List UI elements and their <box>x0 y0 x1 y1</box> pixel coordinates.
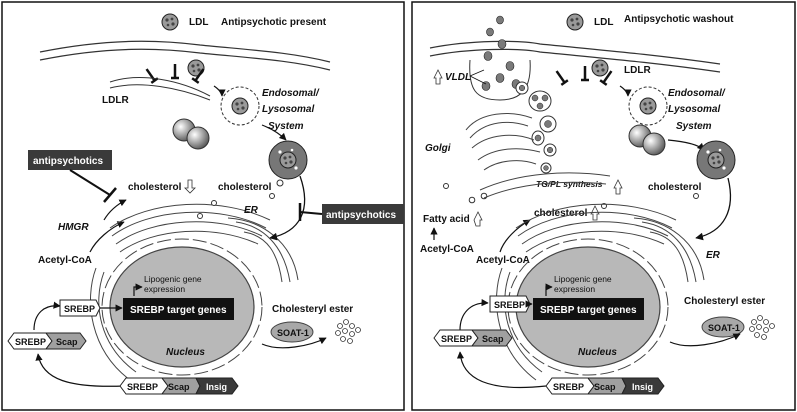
acetyl-coa-label: Acetyl-CoA <box>38 255 92 266</box>
left-panel: LDL Antipsychotic present LDLR Endosomal… <box>1 1 405 411</box>
er-label: ER <box>244 205 259 216</box>
plasma-membrane <box>429 40 721 65</box>
cholesterol-label: cholesterol <box>128 182 182 193</box>
svg-text:antipsychotics: antipsychotics <box>326 210 396 221</box>
vldl-label: VLDL <box>445 72 471 83</box>
down-arrow-icon <box>184 179 196 194</box>
ldl-particle <box>591 59 609 77</box>
svg-text:Scap: Scap <box>594 382 616 392</box>
svg-text:SREBP: SREBP <box>553 382 584 392</box>
fatty-acid-label: Fatty acid <box>423 214 470 225</box>
srebp-target-box <box>533 298 644 320</box>
soat1-enzyme <box>270 321 314 343</box>
srebp-target-box <box>123 298 234 320</box>
svg-text:System: System <box>676 121 712 132</box>
up-arrow-icon <box>433 69 443 85</box>
golgi-apparatus <box>465 113 541 171</box>
svg-text:expression: expression <box>144 284 185 294</box>
svg-text:Insig: Insig <box>632 382 653 392</box>
svg-text:Insig: Insig <box>206 382 227 392</box>
cholesterol-label: cholesterol <box>218 182 272 193</box>
svg-text:SREBP: SREBP <box>127 382 158 392</box>
up-arrow-icon <box>613 179 623 195</box>
right-panel: LDL Antipsychotic washout LDLR VLDL <box>411 1 796 411</box>
svg-text:System: System <box>268 121 304 132</box>
lipogenic-label: Lipogenic gene <box>144 274 202 284</box>
endoplasmic-reticulum <box>479 172 705 381</box>
er-label: ER <box>706 250 721 261</box>
svg-text:Scap: Scap <box>56 337 78 347</box>
cholesteryl-ester-label: Cholesteryl ester <box>272 304 353 315</box>
golgi-label: Golgi <box>425 143 451 154</box>
insig-tag <box>195 377 239 395</box>
panel-title: Antipsychotic present <box>221 17 327 28</box>
svg-text:SREBP: SREBP <box>15 337 46 347</box>
up-arrow-icon <box>473 211 483 227</box>
ldl-label: LDL <box>594 17 613 28</box>
hmgr-label: HMGR <box>58 222 89 233</box>
antipsychotics-box <box>322 204 404 224</box>
svg-text:antipsychotics: antipsychotics <box>33 156 103 167</box>
svg-text:SOAT-1: SOAT-1 <box>277 328 309 338</box>
svg-text:SREBP target genes: SREBP target genes <box>130 305 227 316</box>
scap-tag <box>45 332 87 350</box>
cholesteryl-ester-icon <box>749 315 775 340</box>
panel-title: Antipsychotic washout <box>624 14 734 25</box>
lipogenic-label: Lipogenic gene <box>554 274 612 284</box>
ldlr-label: LDLR <box>624 65 651 76</box>
svg-text:Scap: Scap <box>168 382 190 392</box>
svg-text:Lysosomal: Lysosomal <box>262 104 314 115</box>
tgpl-label: TG/PL synthesis <box>536 179 603 189</box>
cholesterol-label: cholesterol <box>648 182 702 193</box>
ldl-particle <box>161 13 179 31</box>
insig-tag <box>621 377 665 395</box>
svg-text:SREBP target genes: SREBP target genes <box>540 305 637 316</box>
nucleus-label: Nucleus <box>166 347 205 358</box>
cholesterol-label: cholesterol <box>534 208 588 219</box>
acetyl-coa-label: Acetyl-CoA <box>420 244 474 255</box>
ldlr-label: LDLR <box>102 95 129 106</box>
svg-text:SREBP: SREBP <box>441 334 472 344</box>
svg-text:SREBP: SREBP <box>64 304 95 314</box>
ldl-particle <box>566 13 584 31</box>
ldl-label: LDL <box>189 17 208 28</box>
plasma-membrane <box>39 40 331 63</box>
srebp-tag <box>59 299 101 317</box>
antipsychotics-box <box>28 150 112 170</box>
soat1-enzyme <box>701 316 745 338</box>
up-arrow-icon <box>590 205 600 221</box>
cholesteryl-ester-label: Cholesteryl ester <box>684 296 765 307</box>
acetyl-coa-label: Acetyl-CoA <box>476 255 530 266</box>
scap-tag <box>471 329 513 347</box>
svg-text:expression: expression <box>554 284 595 294</box>
inhibit-line <box>69 169 111 196</box>
cholesteryl-ester-icon <box>335 319 361 344</box>
endosomal-label: Endosomal/ <box>262 88 320 99</box>
svg-text:SREBP: SREBP <box>494 300 525 310</box>
svg-text:SOAT-1: SOAT-1 <box>708 323 740 333</box>
endosomal-label: Endosomal/ <box>668 88 726 99</box>
golgi-vesicles <box>515 81 557 174</box>
svg-text:Lysosomal: Lysosomal <box>668 104 720 115</box>
srebp-tag <box>489 295 531 313</box>
svg-text:Scap: Scap <box>482 334 504 344</box>
nucleus-label: Nucleus <box>578 347 617 358</box>
